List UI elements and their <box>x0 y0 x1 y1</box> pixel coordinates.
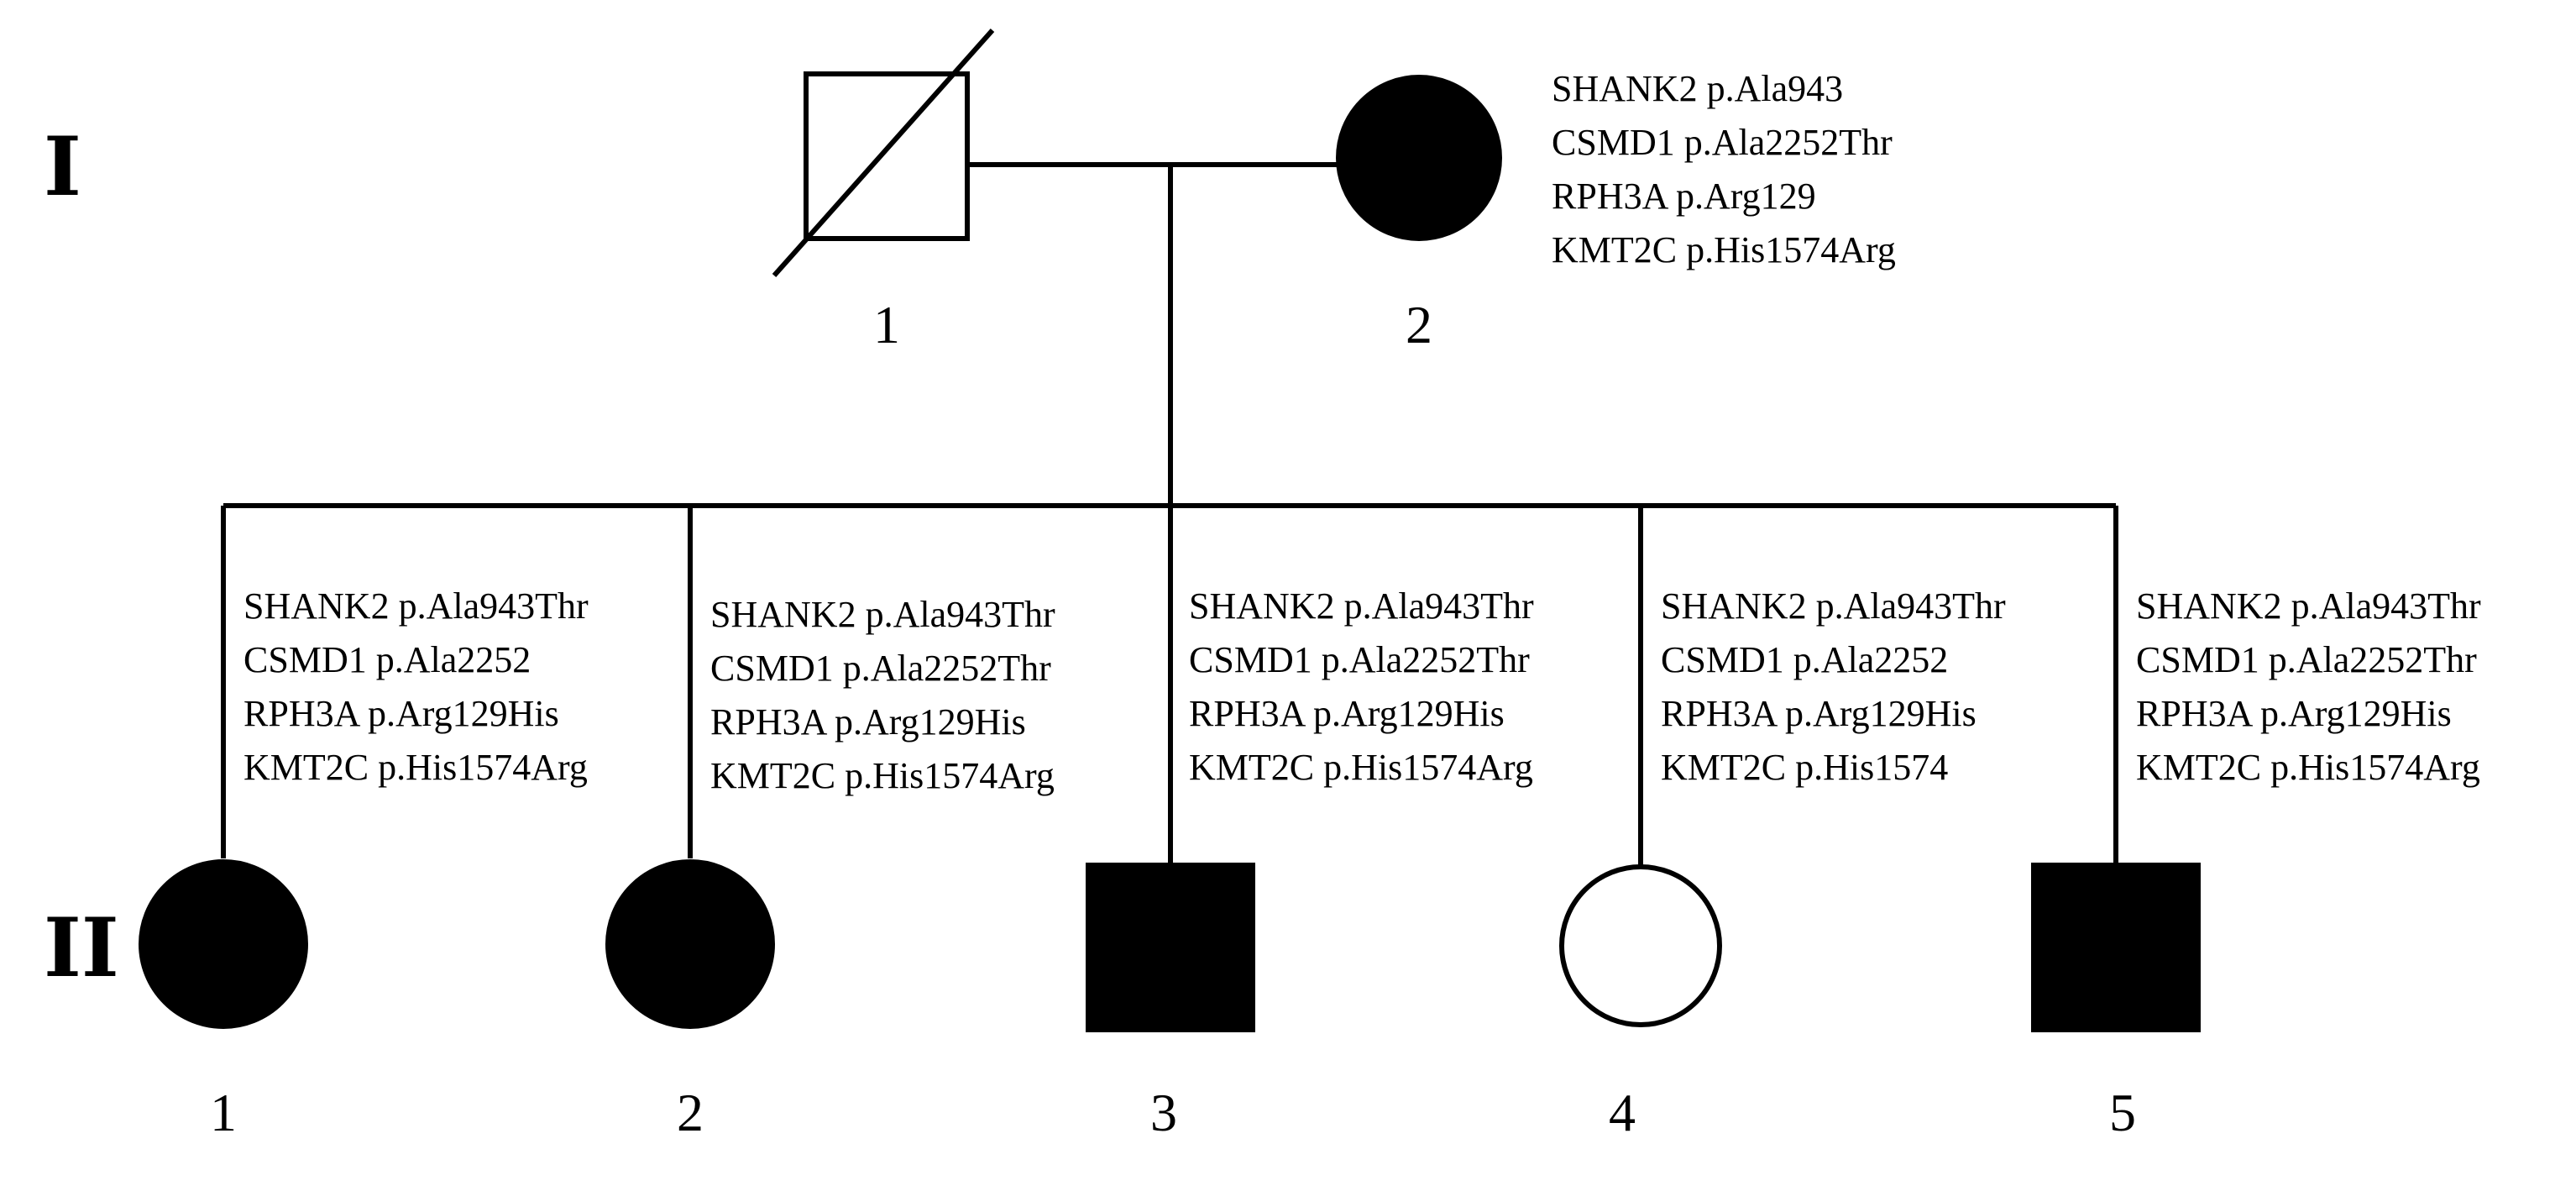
individual-II4-female-symbol <box>1559 864 1722 1027</box>
variant-line: CSMD1 p.Ala2252Thr <box>2136 639 2477 680</box>
variant-line: CSMD1 p.Ala2252Thr <box>1552 122 1893 163</box>
individual-II2-female-symbol <box>605 859 775 1029</box>
variant-line: RPH3A p.Arg129His <box>710 701 1026 743</box>
id-label-I2: 2 <box>1406 295 1432 354</box>
individual-I2-female-symbol <box>1336 75 1502 241</box>
variant-line: KMT2C p.His1574Arg <box>2136 747 2480 788</box>
individual-II1-female-symbol <box>139 859 308 1029</box>
individual-II3-male-symbol <box>1086 863 1255 1032</box>
variant-line: KMT2C p.His1574Arg <box>243 747 588 788</box>
variants-II4: SHANK2 p.Ala943Thr CSMD1 p.Ala2252 RPH3A… <box>1661 585 2006 788</box>
variant-line: RPH3A p.Arg129 <box>1552 176 1816 217</box>
variants-II2: SHANK2 p.Ala943Thr CSMD1 p.Ala2252Thr RP… <box>710 594 1055 796</box>
variant-line: RPH3A p.Arg129His <box>2136 693 2452 734</box>
variant-line: KMT2C p.His1574Arg <box>1552 229 1896 270</box>
generation-label-I: I <box>44 119 81 214</box>
variant-line: SHANK2 p.Ala943Thr <box>1189 585 1534 627</box>
id-label-II5: 5 <box>2109 1083 2136 1142</box>
id-label-II3: 3 <box>1150 1083 1177 1142</box>
variant-line: SHANK2 p.Ala943Thr <box>243 585 589 627</box>
id-label-II2: 2 <box>677 1083 704 1142</box>
id-label-II1: 1 <box>210 1083 237 1142</box>
variant-line: KMT2C p.His1574 <box>1661 747 1948 788</box>
variant-line: RPH3A p.Arg129His <box>1661 693 1977 734</box>
variant-line: SHANK2 p.Ala943Thr <box>2136 585 2481 627</box>
variant-line: CSMD1 p.Ala2252 <box>243 639 531 680</box>
variant-line: CSMD1 p.Ala2252Thr <box>1189 639 1530 680</box>
variant-line: KMT2C p.His1574Arg <box>710 755 1055 796</box>
deceased-slash-I1 <box>772 29 995 277</box>
variant-line: SHANK2 p.Ala943 <box>1552 68 1843 109</box>
variants-I2: SHANK2 p.Ala943 CSMD1 p.Ala2252Thr RPH3A… <box>1552 68 1896 270</box>
variant-line: RPH3A p.Arg129His <box>1189 693 1505 734</box>
variant-line: RPH3A p.Arg129His <box>243 693 559 734</box>
generation-label-II: II <box>44 900 119 995</box>
variant-line: CSMD1 p.Ala2252 <box>1661 639 1948 680</box>
variants-II5: SHANK2 p.Ala943Thr CSMD1 p.Ala2252Thr RP… <box>2136 585 2481 788</box>
variant-line: SHANK2 p.Ala943Thr <box>1661 585 2006 627</box>
variants-II1: SHANK2 p.Ala943Thr CSMD1 p.Ala2252 RPH3A… <box>243 585 589 788</box>
variant-line: CSMD1 p.Ala2252Thr <box>710 648 1051 689</box>
variant-line: KMT2C p.His1574Arg <box>1189 747 1533 788</box>
id-label-I1: 1 <box>873 295 900 354</box>
variants-II3: SHANK2 p.Ala943Thr CSMD1 p.Ala2252Thr RP… <box>1189 585 1534 788</box>
variant-line: SHANK2 p.Ala943Thr <box>710 594 1055 635</box>
individual-II5-male-symbol <box>2031 863 2201 1032</box>
id-label-II4: 4 <box>1609 1083 1636 1142</box>
